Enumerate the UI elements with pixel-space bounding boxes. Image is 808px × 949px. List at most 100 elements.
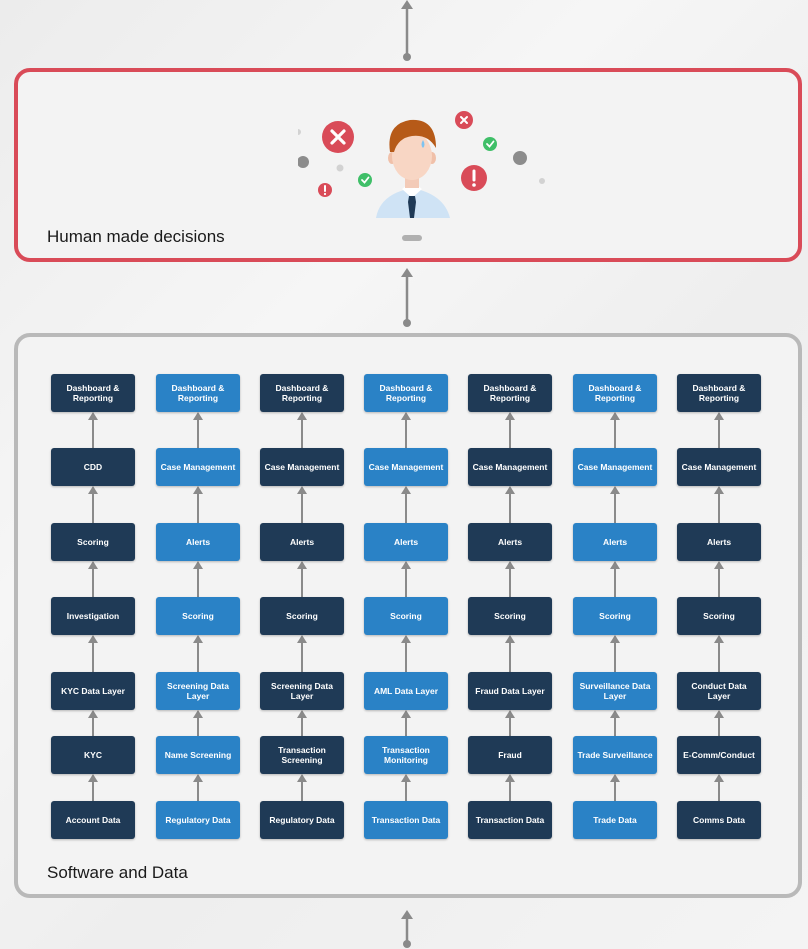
connector-arrow — [193, 774, 203, 801]
system-box: Case Management — [468, 448, 552, 486]
person-icon — [376, 119, 450, 218]
connector-arrow — [714, 412, 724, 448]
system-box: Dashboard & Reporting — [156, 374, 240, 412]
human-decisions-label: Human made decisions — [47, 227, 225, 246]
connector-arrow — [401, 486, 411, 523]
system-box: Alerts — [156, 523, 240, 561]
connector-arrow — [88, 412, 98, 448]
connector-arrow — [297, 486, 307, 523]
system-box: Dashboard & Reporting — [260, 374, 344, 412]
system-box: Scoring — [260, 597, 344, 635]
connector-arrow — [714, 486, 724, 523]
system-box: Comms Data — [677, 801, 761, 839]
connector-arrow — [193, 561, 203, 597]
system-box: Transaction Screening — [260, 736, 344, 774]
connector-arrow — [88, 561, 98, 597]
system-box: Dashboard & Reporting — [468, 374, 552, 412]
connector-arrow — [505, 774, 515, 801]
system-box: E-Comm/Conduct — [677, 736, 761, 774]
system-box: Scoring — [573, 597, 657, 635]
arrow-up-bottom — [400, 910, 414, 949]
system-box: Trade Surveillance — [573, 736, 657, 774]
connector-arrow — [714, 710, 724, 736]
connector-arrow — [401, 710, 411, 736]
connector-arrow — [610, 710, 620, 736]
system-box: Trade Data — [573, 801, 657, 839]
divider-handle — [402, 235, 422, 241]
connector-arrow — [610, 486, 620, 523]
arrow-up-middle — [400, 268, 414, 328]
connector-arrow — [297, 635, 307, 672]
connector-arrow — [401, 412, 411, 448]
connector-arrow — [88, 635, 98, 672]
system-box: Scoring — [468, 597, 552, 635]
system-box: CDD — [51, 448, 135, 486]
system-box: AML Data Layer — [364, 672, 448, 710]
system-box: Scoring — [677, 597, 761, 635]
approve-icon — [358, 173, 372, 187]
arrow-up-top — [400, 0, 414, 62]
system-box: Screening Data Layer — [156, 672, 240, 710]
system-box: Account Data — [51, 801, 135, 839]
dot-icon — [336, 164, 344, 172]
connector-arrow — [88, 710, 98, 736]
system-box: Dashboard & Reporting — [364, 374, 448, 412]
system-box: Fraud Data Layer — [468, 672, 552, 710]
dot-icon — [298, 156, 309, 168]
system-box: Case Management — [156, 448, 240, 486]
system-box: Alerts — [677, 523, 761, 561]
connector-arrow — [401, 635, 411, 672]
connector-arrow — [714, 561, 724, 597]
system-box: Transaction Data — [468, 801, 552, 839]
system-box: Transaction Data — [364, 801, 448, 839]
system-box: Scoring — [156, 597, 240, 635]
system-box: Dashboard & Reporting — [51, 374, 135, 412]
reject-icon — [322, 121, 354, 153]
system-box: Alerts — [573, 523, 657, 561]
connector-arrow — [714, 635, 724, 672]
system-box: Alerts — [260, 523, 344, 561]
approve-icon — [483, 137, 497, 151]
warning-icon — [318, 183, 332, 197]
connector-arrow — [297, 774, 307, 801]
system-box: Case Management — [364, 448, 448, 486]
system-box: Investigation — [51, 597, 135, 635]
connector-arrow — [88, 774, 98, 801]
system-box: Alerts — [364, 523, 448, 561]
system-box: Fraud — [468, 736, 552, 774]
connector-arrow — [88, 486, 98, 523]
human-decisions-panel: Human made decisions — [14, 68, 802, 262]
connector-arrow — [193, 486, 203, 523]
system-box: Surveillance Data Layer — [573, 672, 657, 710]
system-box: Conduct Data Layer — [677, 672, 761, 710]
connector-arrow — [193, 710, 203, 736]
system-box: KYC Data Layer — [51, 672, 135, 710]
system-box: Transaction Monitoring — [364, 736, 448, 774]
connector-arrow — [401, 774, 411, 801]
connector-arrow — [610, 774, 620, 801]
connector-layer — [88, 412, 724, 801]
system-box: Scoring — [364, 597, 448, 635]
system-box: Alerts — [468, 523, 552, 561]
system-box: Name Screening — [156, 736, 240, 774]
decision-maker-illustration — [298, 111, 545, 218]
connector-arrow — [505, 412, 515, 448]
reject-icon — [455, 111, 473, 129]
connector-arrow — [297, 710, 307, 736]
system-box: Regulatory Data — [156, 801, 240, 839]
connector-arrow — [505, 635, 515, 672]
system-box: Case Management — [677, 448, 761, 486]
system-box: KYC — [51, 736, 135, 774]
connector-arrow — [505, 486, 515, 523]
connector-arrow — [297, 412, 307, 448]
connector-arrow — [193, 412, 203, 448]
dot-icon — [539, 178, 545, 184]
dot-icon — [513, 151, 527, 165]
connector-arrow — [193, 635, 203, 672]
system-box: Screening Data Layer — [260, 672, 344, 710]
dot-icon — [298, 129, 301, 135]
system-box: Case Management — [573, 448, 657, 486]
software-data-label: Software and Data — [47, 863, 188, 882]
system-box: Regulatory Data — [260, 801, 344, 839]
